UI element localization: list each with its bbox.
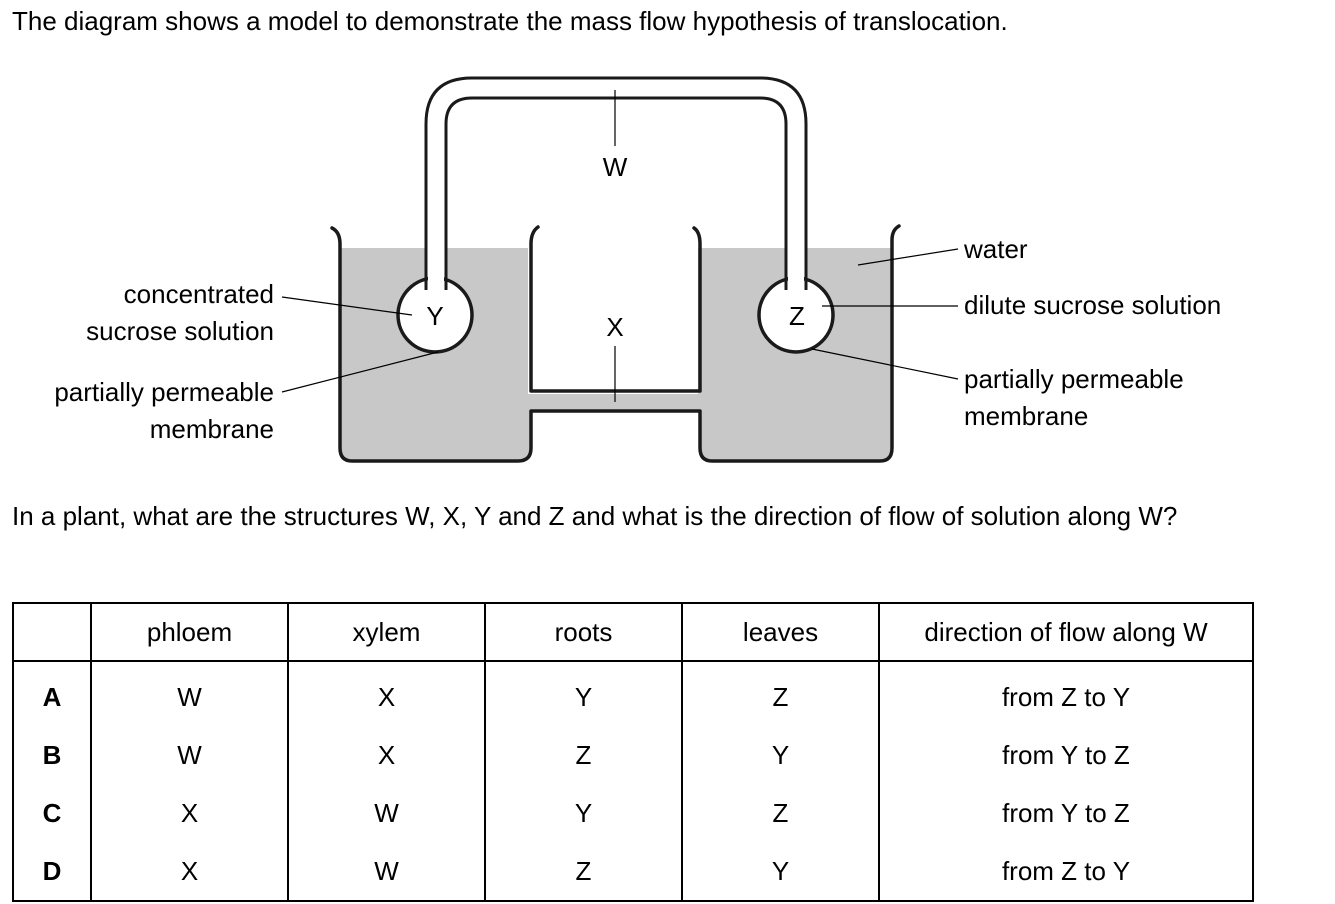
table-cell: from Z to Y — [1001, 681, 1131, 712]
table-cell: X — [91, 842, 289, 901]
table-cell: X — [288, 661, 486, 726]
table-cell: X — [288, 726, 486, 784]
table-row: B W X Z Y from Y to Z — [13, 726, 1253, 784]
label-y: Y — [426, 301, 443, 331]
table-cell: Z — [485, 842, 683, 901]
label-x: X — [606, 312, 623, 342]
answer-options-table: phloem xylem roots leaves direction of f… — [12, 602, 1254, 902]
table-cell: Z — [485, 726, 683, 784]
label-ppm-right-1: partially permeable — [964, 364, 1184, 394]
header-leaves: leaves — [682, 603, 880, 662]
table-cell: from Z to Y — [1001, 855, 1131, 886]
table-row: C X W Y Z from Y to Z — [13, 784, 1253, 842]
label-ppm-left-1: partially permeable — [54, 377, 274, 407]
table-header-row: phloem xylem roots leaves direction of f… — [13, 603, 1253, 662]
table-cell: W — [91, 661, 289, 726]
table-cell: W — [91, 726, 289, 784]
table-row: A W X Y Z from Z to Y — [13, 661, 1253, 726]
label-ppm-left-2: membrane — [150, 414, 274, 444]
intro-text: The diagram shows a model to demonstrate… — [12, 6, 1008, 36]
label-water: water — [963, 234, 1028, 264]
label-w: W — [603, 152, 628, 182]
table-cell: Y — [485, 784, 683, 842]
label-sucrose-solution: sucrose solution — [86, 316, 274, 346]
header-phloem: phloem — [91, 603, 289, 662]
tube-w — [424, 76, 808, 289]
table-cell: Y — [485, 661, 683, 726]
label-concentrated: concentrated — [124, 279, 274, 309]
table-row: D X W Z Y from Z to Y — [13, 842, 1253, 901]
leader-lines — [281, 90, 959, 402]
label-z: Z — [789, 301, 805, 331]
table-cell: Y — [682, 842, 880, 901]
label-ppm-right-2: membrane — [964, 401, 1088, 431]
header-roots: roots — [485, 603, 683, 662]
header-direction: direction of flow along W — [879, 603, 1253, 662]
header-key — [13, 603, 92, 662]
table-cell: Z — [682, 784, 880, 842]
table-cell: from Y to Z — [1002, 739, 1130, 770]
mass-flow-model-diagram: W X Y Z concentrated sucrose solution pa… — [54, 76, 1221, 463]
option-key: A — [13, 661, 92, 726]
table-cell: from Y to Z — [1002, 797, 1130, 828]
header-xylem: xylem — [288, 603, 486, 662]
table-cell: W — [288, 784, 486, 842]
table-cell: W — [288, 842, 486, 901]
option-key: D — [13, 842, 92, 901]
table-cell: Z — [682, 661, 880, 726]
water-fill — [340, 248, 892, 461]
table-cell: X — [91, 784, 289, 842]
option-key: C — [13, 784, 92, 842]
table-cell: Y — [682, 726, 880, 784]
question-text: In a plant, what are the structures W, X… — [12, 501, 1178, 531]
option-key: B — [13, 726, 92, 784]
air-column — [531, 227, 698, 391]
label-dilute: dilute sucrose solution — [964, 290, 1221, 320]
